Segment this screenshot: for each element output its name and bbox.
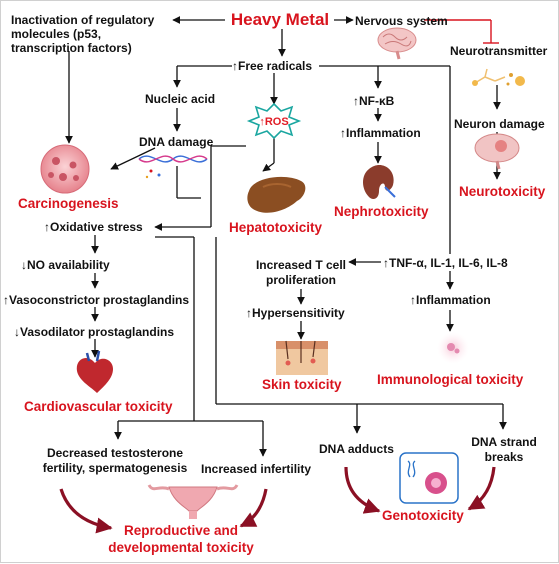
vasoconstrictor-label: ↑Vasoconstrictor prostaglandins	[3, 293, 190, 307]
tcell-label-line1: Increased T cell	[255, 258, 347, 272]
carcinogenesis-label: Carcinogenesis	[18, 196, 119, 211]
neuron-damage-label: Neuron damage	[454, 117, 545, 131]
no-availability-label: ↓NO availability	[21, 258, 110, 272]
nervous-system-label: Nervous system	[355, 14, 448, 28]
heart-icon	[76, 350, 113, 393]
ros-label: ↑ROS	[259, 116, 289, 128]
genotoxicity-label: Genotoxicity	[382, 508, 464, 523]
vasodilator-label: ↓Vasodilator prostaglandins	[14, 325, 175, 339]
cytokines-label: ↑TNF-α, IL-1, IL-6, IL-8	[383, 256, 508, 270]
neurotoxicity-label: Neurotoxicity	[459, 184, 546, 199]
neurotransmitter-label: Neurotransmitter	[450, 44, 548, 58]
inactivation-label: Inactivation of regulatory molecules (p5…	[11, 13, 155, 55]
dna-strand-icon	[138, 155, 208, 179]
dna-damage-label: DNA damage	[139, 135, 214, 149]
nfkb-label: ↑NF-κB	[353, 94, 395, 108]
decreased-testosterone-line2: fertility, spermatogenesis	[42, 461, 188, 475]
cancer-cell-icon	[40, 144, 90, 194]
neuron-icon	[472, 68, 525, 86]
damaged-brain-icon	[474, 133, 520, 170]
genotoxicity-icon	[399, 452, 459, 504]
tcell-label-line2: proliferation	[265, 273, 336, 287]
dna-strand-breaks-line2: breaks	[484, 450, 524, 464]
hypersensitivity-label: ↑Hypersensitivity	[246, 306, 345, 320]
dna-strand-breaks-line1: DNA strand	[471, 435, 537, 449]
converging-arrows	[59, 466, 496, 534]
reproductive-toxicity-line1: Reproductive and	[123, 523, 239, 538]
nephrotoxicity-label: Nephrotoxicity	[334, 204, 429, 219]
reproductive-toxicity-line2: developmental toxicity	[108, 540, 254, 555]
oxidative-stress-label: ↑Oxidative stress	[44, 220, 143, 234]
nucleic-acid-label: Nucleic acid	[145, 92, 216, 106]
immunological-toxicity-label: Immunological toxicity	[377, 372, 524, 387]
brain-icon	[377, 27, 417, 60]
skin-toxicity-label: Skin toxicity	[262, 377, 342, 392]
hepatotoxicity-label: Hepatotoxicity	[229, 220, 323, 235]
inhibition-connector	[424, 19, 499, 44]
skin-layers-icon	[276, 340, 328, 375]
immune-cell-icon	[437, 332, 469, 364]
increased-infertility-label: Increased infertility	[201, 462, 312, 476]
heavy-metal-title: Heavy Metal	[230, 10, 330, 29]
uterus-icon	[147, 484, 239, 519]
decreased-testosterone-line1: Decreased testosterone	[46, 446, 184, 460]
kidney-icon	[363, 164, 396, 199]
connector-arrows	[65, 16, 507, 457]
ros-burst-icon	[246, 102, 302, 140]
inflammation-label: ↑Inflammation	[340, 126, 421, 140]
dna-adducts-label: DNA adducts	[319, 442, 394, 456]
inflammation-immune-label: ↑Inflammation	[410, 293, 491, 307]
liver-icon	[247, 176, 306, 213]
cardiovascular-toxicity-label: Cardiovascular toxicity	[24, 399, 173, 414]
free-radicals-label: ↑Free radicals	[232, 59, 313, 73]
